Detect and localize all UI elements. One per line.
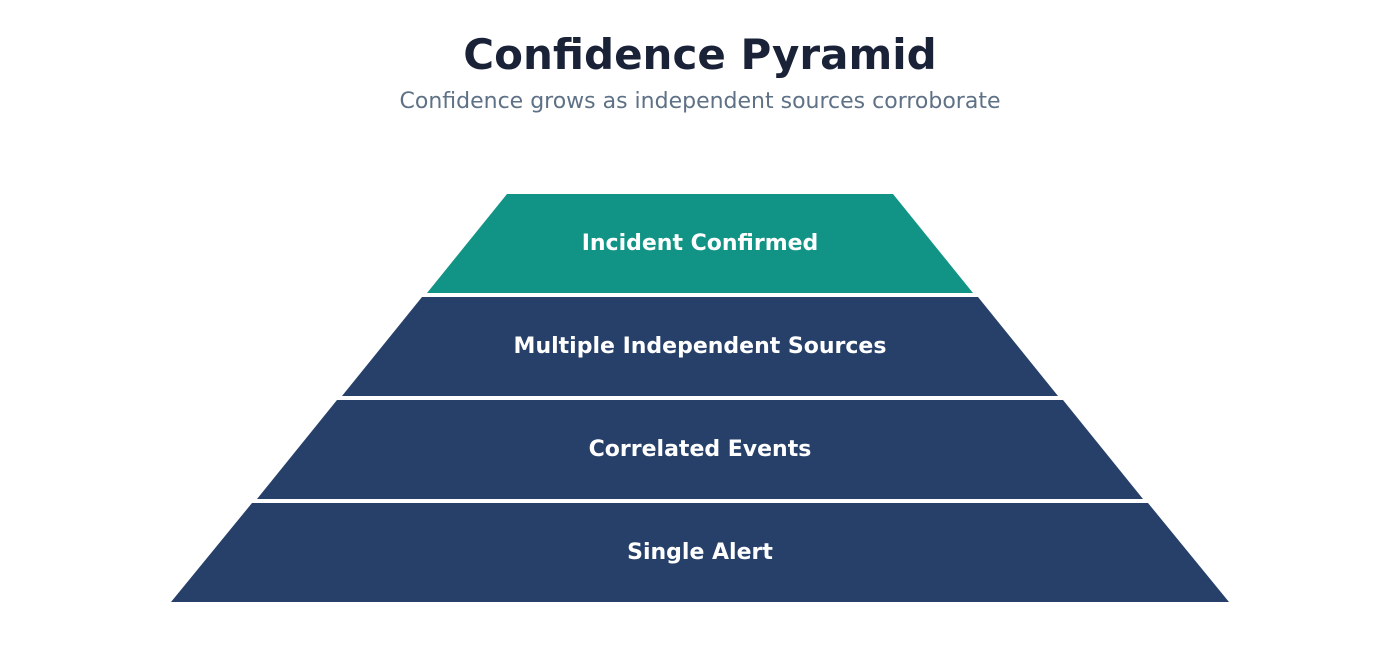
pyramid-tier-4: Single Alert: [171, 503, 1229, 602]
pyramid-tier-2: Multiple Independent Sources: [342, 297, 1058, 396]
pyramid-tier-1: Incident Confirmed: [427, 194, 973, 293]
diagram-title: Confidence Pyramid: [463, 30, 937, 79]
diagram-subtitle: Confidence grows as independent sources …: [399, 89, 1001, 114]
tier-4-label: Single Alert: [627, 540, 773, 565]
tier-1-shape: [427, 194, 973, 293]
pyramid-tier-3: Correlated Events: [257, 400, 1143, 499]
tier-1-label: Incident Confirmed: [582, 231, 819, 256]
tier-2-label: Multiple Independent Sources: [514, 334, 887, 359]
tier-3-shape: [257, 400, 1143, 499]
tier-4-shape: [171, 503, 1229, 602]
tier-3-label: Correlated Events: [589, 437, 812, 462]
tier-2-shape: [342, 297, 1058, 396]
